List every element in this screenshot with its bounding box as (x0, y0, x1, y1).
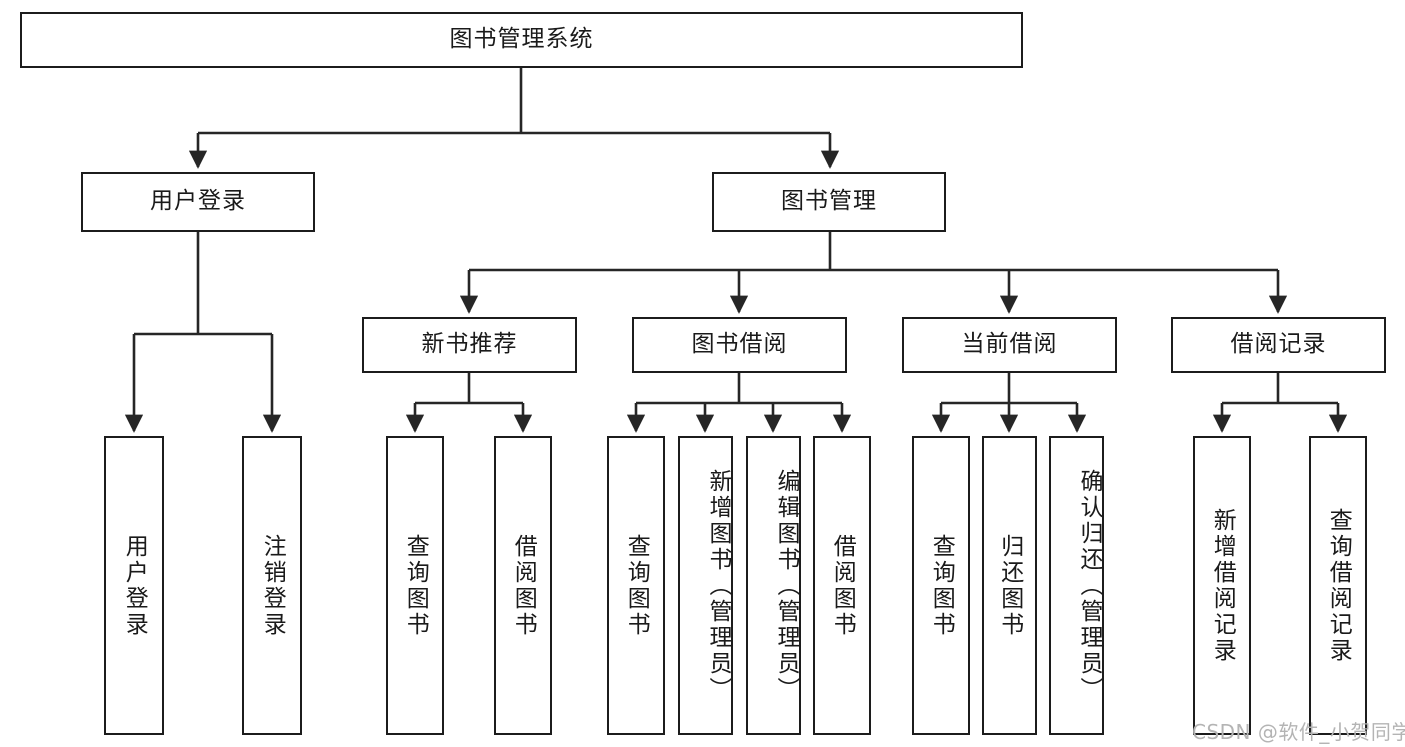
node-new-book-recommendation[interactable]: 新书推荐 (362, 317, 577, 373)
leaf-user-login-signin[interactable]: 用户登录 (104, 436, 164, 735)
leaf-label: 用户登录 (121, 533, 148, 638)
leaf-borrow-query-book[interactable]: 查询图书 (607, 436, 665, 735)
csdn-watermark: CSDN @软件_小贺同学 (1192, 720, 1405, 744)
leaf-current-return-book[interactable]: 归还图书 (982, 436, 1037, 735)
leaf-label: 编辑图书（管理员） (773, 468, 799, 703)
leaf-label: 查询借阅记录 (1325, 507, 1352, 664)
leaf-record-query-record[interactable]: 查询借阅记录 (1309, 436, 1367, 735)
leaf-label: 借阅图书 (510, 533, 537, 638)
leaf-current-query-book[interactable]: 查询图书 (912, 436, 970, 735)
node-current-borrowing[interactable]: 当前借阅 (902, 317, 1117, 373)
leaf-label: 借阅图书 (829, 533, 856, 638)
leaf-label: 归还图书 (996, 533, 1023, 638)
leaf-record-add-record[interactable]: 新增借阅记录 (1193, 436, 1251, 735)
leaf-label: 注销登录 (259, 533, 286, 638)
leaf-borrow-borrow-book[interactable]: 借阅图书 (813, 436, 871, 735)
leaf-recommend-query-book[interactable]: 查询图书 (386, 436, 444, 735)
leaf-label: 查询图书 (928, 533, 955, 638)
leaf-current-confirm-return-admin[interactable]: 确认归还（管理员） (1049, 436, 1104, 735)
leaf-label: 确认归还（管理员） (1076, 468, 1102, 703)
leaf-label: 查询图书 (623, 533, 650, 638)
node-root-book-management-system[interactable]: 图书管理系统 (20, 12, 1023, 68)
leaf-borrow-add-book-admin[interactable]: 新增图书（管理员） (678, 436, 733, 735)
leaf-label: 查询图书 (402, 533, 429, 638)
leaf-user-login-signout[interactable]: 注销登录 (242, 436, 302, 735)
leaf-borrow-edit-book-admin[interactable]: 编辑图书（管理员） (746, 436, 801, 735)
leaf-recommend-borrow-book[interactable]: 借阅图书 (494, 436, 552, 735)
leaf-label: 新增图书（管理员） (705, 468, 731, 703)
node-book-borrowing[interactable]: 图书借阅 (632, 317, 847, 373)
node-book-management[interactable]: 图书管理 (712, 172, 946, 232)
node-user-login[interactable]: 用户登录 (81, 172, 315, 232)
node-borrowing-record[interactable]: 借阅记录 (1171, 317, 1386, 373)
leaf-label: 新增借阅记录 (1209, 507, 1236, 664)
